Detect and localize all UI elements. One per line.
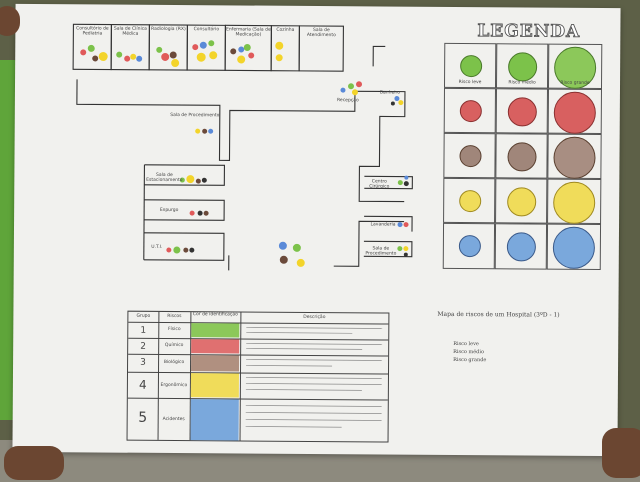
- room-label: Consultório: [193, 27, 220, 33]
- legend-dot: [507, 142, 537, 172]
- table-header: Riscos: [167, 313, 182, 320]
- legend-dot: [458, 234, 481, 258]
- room-label: Sala de Clínica Médica: [113, 26, 147, 37]
- legend-dot: [507, 187, 537, 217]
- room-label: Banheiro: [379, 90, 401, 96]
- legend-dot: [460, 54, 483, 78]
- room-label: Cozinha: [276, 27, 295, 33]
- legend-title: LEGENDA: [477, 21, 581, 43]
- risk-name: Físico: [167, 326, 181, 333]
- floor-plan: [72, 23, 413, 271]
- note-line: Risco médio: [453, 348, 485, 356]
- room-label: Radiologia (RX): [151, 26, 186, 33]
- color-swatch: [190, 399, 239, 441]
- legend-dot: [459, 144, 482, 168]
- hand: [602, 428, 640, 478]
- room-label: Sala de Procedimento: [365, 246, 397, 257]
- color-swatch: [191, 323, 240, 338]
- group-number: 4: [139, 377, 147, 392]
- legend-dot: [459, 99, 482, 123]
- legend-grid: Risco leve Risco médio Risco grande: [442, 42, 603, 270]
- risk-table: Grupo Riscos Cor de identificação Descri…: [126, 310, 390, 443]
- risk-map-poster: Consultório de Pediatria Sala de Clínica…: [12, 3, 621, 457]
- legend-dot: [508, 52, 538, 82]
- color-swatch: [191, 355, 240, 372]
- map-title: Mapa de riscos de um Hospital (3ºD - 1): [437, 310, 560, 319]
- note-line: Risco leve: [453, 340, 479, 348]
- legend-dot: [553, 181, 596, 224]
- room-label: Sala de Estacionamento: [146, 172, 183, 184]
- room-label: Lavanderia: [370, 222, 396, 228]
- risk-name: Químico: [164, 342, 184, 349]
- hand: [4, 446, 64, 480]
- legend-size-label: Risco grande: [560, 80, 590, 86]
- room-label: Enfermaria (Sala de Medicação): [226, 27, 271, 38]
- group-number: 5: [138, 409, 148, 426]
- legend-dot: [552, 226, 596, 269]
- color-swatch: [190, 373, 239, 398]
- note-line: Risco grande: [453, 356, 487, 364]
- table-description-text: [245, 327, 383, 428]
- room-label: Expurgo: [159, 207, 179, 214]
- legend-size-label: Risco leve: [458, 79, 482, 86]
- group-number: 3: [140, 357, 146, 368]
- room-label: Recepção: [336, 98, 359, 104]
- room-label: Sala de Atendimento: [306, 27, 336, 39]
- risk-name: Biológico: [163, 359, 185, 366]
- room-label: Consultório de Pediatria: [76, 26, 109, 37]
- group-number: 1: [140, 325, 147, 336]
- room-label: Centro Cirúrgico: [369, 179, 390, 190]
- legend-dot: [553, 91, 596, 134]
- room-label: U.T.I.: [151, 244, 163, 250]
- table-header: Cor de identificação: [192, 312, 238, 318]
- room-label: Sala de Procedimento: [170, 112, 220, 119]
- hand: [0, 6, 20, 36]
- group-number: 2: [140, 341, 147, 352]
- legend-size-label: Risco médio: [508, 80, 536, 86]
- risk-name: Acidentes: [162, 416, 185, 423]
- legend-dot: [459, 189, 482, 213]
- table-header: Grupo: [136, 313, 151, 319]
- legend-dot: [553, 136, 596, 179]
- risk-name: Ergonômico: [160, 382, 188, 389]
- legend-dot: [506, 232, 536, 262]
- legend-dot: [507, 97, 537, 127]
- color-swatch: [191, 339, 240, 354]
